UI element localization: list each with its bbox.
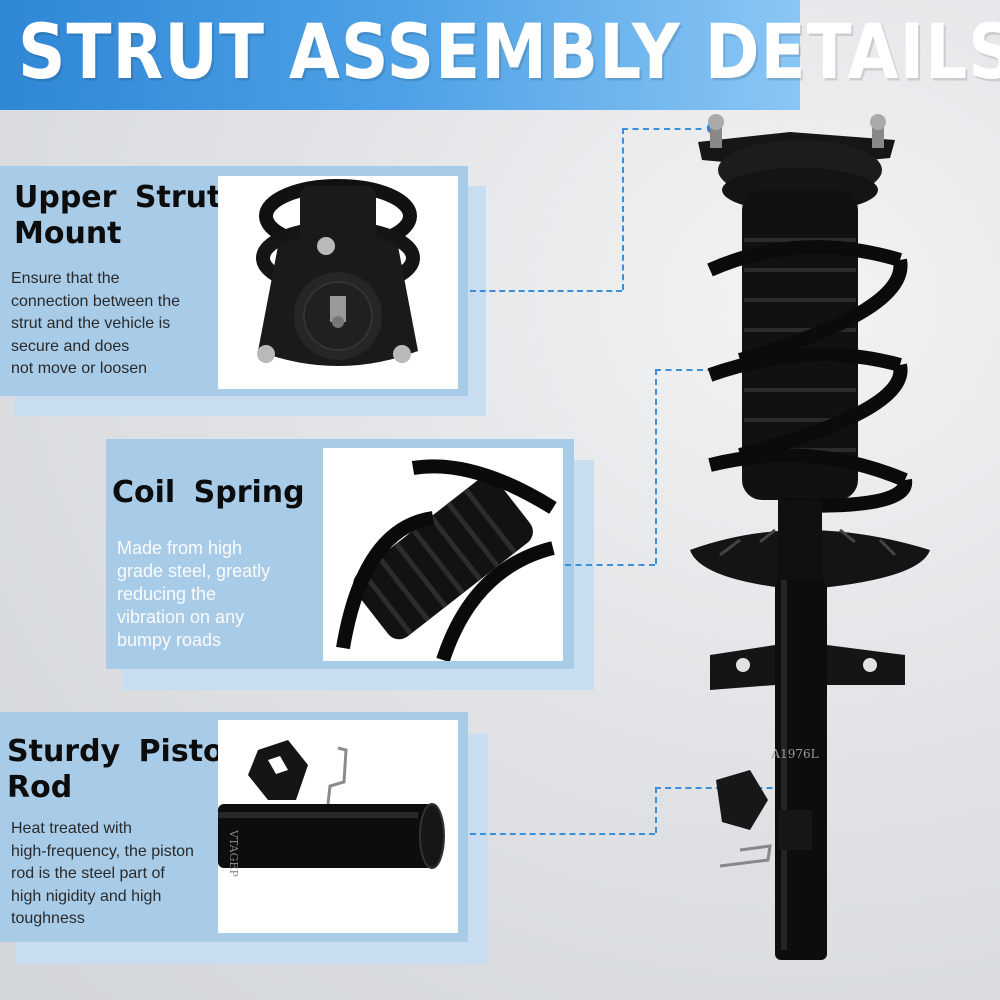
leader-line [622,128,624,290]
leader-line [470,290,622,292]
feature-heading-piston-rod: Sturdy Piston Rod [7,734,246,805]
part-number-label: A1976L [770,747,818,761]
leader-line [622,128,712,130]
feature-heading-upper-mount: Upper Strut Mount [14,180,222,251]
page-title: STRUT ASSEMBLY DETAILS [18,8,1000,97]
leader-line [655,369,745,371]
leader-line [655,787,657,833]
strut-assembly-illustration: A1976L [690,114,930,960]
feature-heading-coil-spring: Coil Spring [112,475,305,510]
leader-line [470,833,655,835]
piston-rod-photo: VTAGEP [218,720,458,933]
upper-mount-photo [218,176,458,389]
feature-description-upper-mount: Ensure that the connection between the s… [11,270,181,377]
leader-line [565,564,655,566]
feature-description-coil-spring: Made from high grade steel, greatly redu… [117,538,271,650]
rod-marking-text: VTAGEP [227,829,240,877]
coil-spring-photo [323,448,563,661]
leader-line [655,369,657,564]
feature-description-piston-rod: Heat treated with high-frequency, the pi… [11,820,194,927]
title-banner [0,0,800,110]
